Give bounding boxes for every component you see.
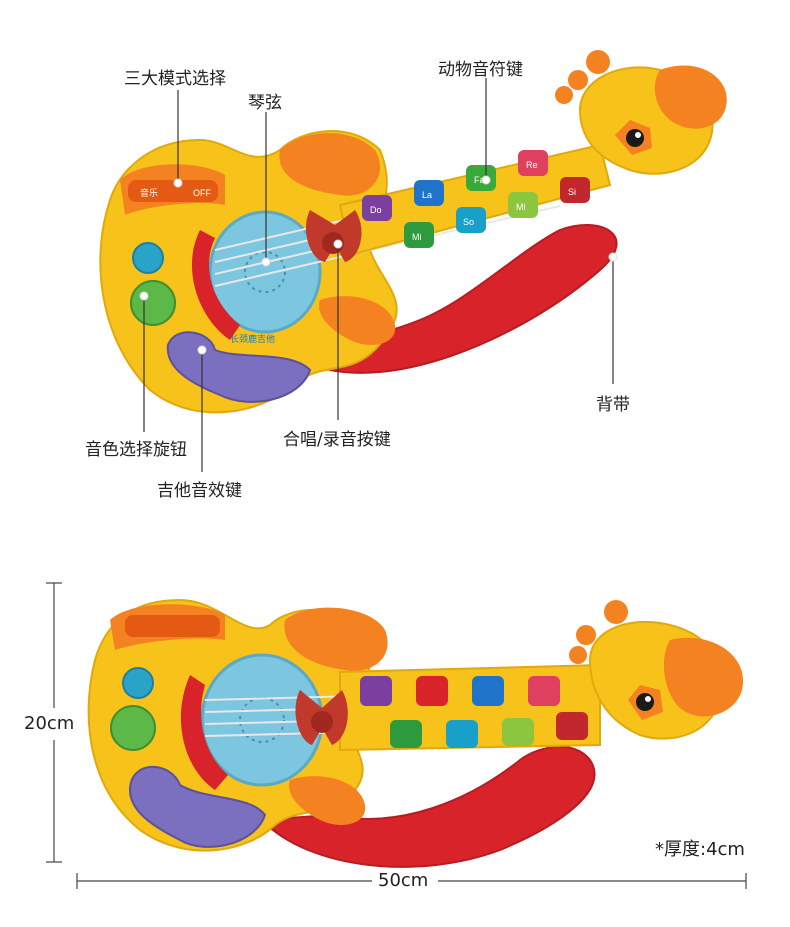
green-knob-top: [130, 280, 176, 326]
blue-knob-bottom: [122, 667, 154, 699]
key-bottom-4: Si: [568, 187, 576, 197]
strap-bottom: [259, 745, 596, 868]
callout-mode-select: 三大模式选择: [124, 69, 226, 89]
callout-strings: 琴弦: [248, 93, 282, 113]
purple-lever-bottom: [128, 765, 267, 848]
red-bumper-top: [191, 230, 240, 340]
key-top-1: Do: [370, 205, 382, 215]
key-bottom-2: So: [463, 217, 474, 227]
giraffe-ossicone-2-top: [568, 70, 588, 90]
animal-keys-top-row: [362, 150, 548, 221]
mode-switch-top: [128, 180, 218, 202]
key-top-3: Fa: [474, 175, 485, 185]
dimension-thickness: *厚度:4cm: [655, 839, 745, 860]
giraffe-snout-bottom: [663, 637, 744, 717]
speaker-top: [208, 210, 322, 334]
giraffe-ossicone-1-bottom: [604, 600, 628, 624]
giraffe-eye-bottom: [636, 693, 654, 711]
mode-label-off-top: OFF: [193, 188, 211, 198]
giraffe-eye-top: [626, 129, 644, 147]
giraffe-ossicone-3-bottom: [569, 646, 587, 664]
giraffe-ossicone-1-top: [586, 50, 610, 74]
blue-knob-top: [132, 242, 164, 274]
speaker-text-top: 长颈鹿吉他: [230, 333, 275, 344]
dimension-height: 20cm: [24, 713, 75, 734]
callout-tone-knob: 音色选择旋钮: [85, 440, 187, 460]
mode-switch-bottom: [125, 615, 220, 637]
dimension-length: 50cm: [378, 870, 429, 891]
orange-horn-top: [279, 133, 381, 196]
giraffe-snout-top: [654, 65, 727, 129]
animal-keys-bottom-view: [360, 676, 588, 748]
mode-label-music-top: 音乐: [140, 187, 158, 198]
key-bottom-3: Mi: [516, 202, 526, 212]
red-bumper-bottom: [180, 675, 228, 790]
callout-strap: 背带: [596, 395, 630, 415]
orange-horn-bottom: [284, 607, 388, 671]
callout-lines: [143, 78, 614, 472]
callout-animal-keys: 动物音符键: [438, 60, 523, 80]
dimension-lines: [46, 582, 747, 889]
animal-keys-bottom-row: [404, 177, 590, 248]
callout-dots: [139, 175, 618, 355]
key-top-2: La: [422, 190, 432, 200]
giraffe-ossicone-2-bottom: [576, 625, 596, 645]
callout-chorus-record: 合唱/录音按键: [283, 430, 391, 450]
green-knob-bottom: [110, 705, 156, 751]
key-top-4: Re: [526, 160, 538, 170]
giraffe-ossicone-3-top: [555, 86, 573, 104]
key-bottom-1: Mi: [412, 232, 422, 242]
orange-fin-bottom: [289, 776, 366, 825]
callout-guitar-effect: 吉他音效键: [157, 481, 242, 501]
